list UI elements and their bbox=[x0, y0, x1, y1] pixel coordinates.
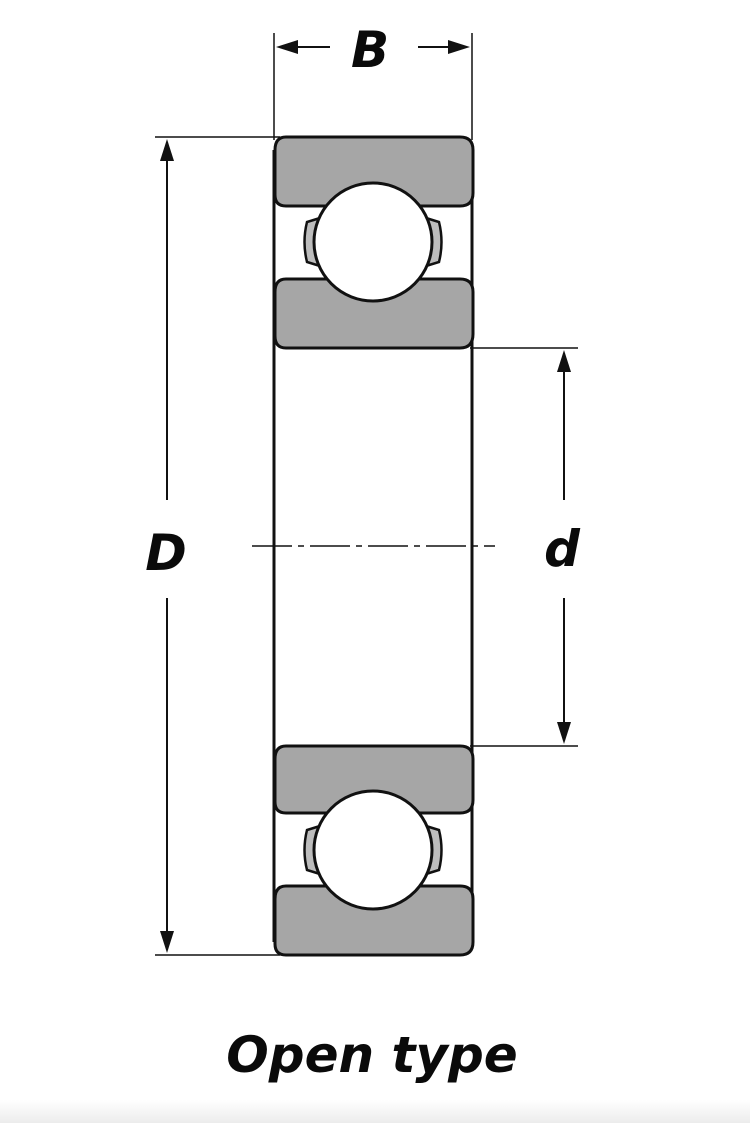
width-label: B bbox=[351, 21, 389, 79]
lower-inner-ring bbox=[273, 744, 475, 815]
bore-diameter-label: d bbox=[544, 520, 581, 578]
outer-diameter-arrow-top bbox=[160, 139, 174, 161]
width-arrow-left bbox=[276, 40, 298, 54]
width-arrow-right bbox=[448, 40, 470, 54]
upper-bearing-section bbox=[273, 135, 475, 350]
bore-diameter-arrow-bottom bbox=[557, 722, 571, 744]
upper-outer-ring bbox=[273, 135, 475, 208]
outer-diameter-label: D bbox=[145, 524, 187, 582]
outer-diameter-arrow-bottom bbox=[160, 931, 174, 953]
bearing-type-caption: Open type bbox=[226, 1026, 517, 1084]
bore-diameter-dimension: d bbox=[470, 347, 581, 747]
lower-ball bbox=[312, 789, 434, 911]
lower-outer-ring bbox=[273, 884, 475, 957]
bottom-fade bbox=[0, 1100, 750, 1123]
width-dimension: B bbox=[273, 21, 473, 140]
upper-ball bbox=[312, 181, 434, 303]
outer-diameter-dimension: D bbox=[145, 136, 280, 956]
bore-diameter-arrow-top bbox=[557, 350, 571, 372]
lower-bearing-section bbox=[273, 744, 475, 957]
upper-inner-ring bbox=[273, 277, 475, 350]
